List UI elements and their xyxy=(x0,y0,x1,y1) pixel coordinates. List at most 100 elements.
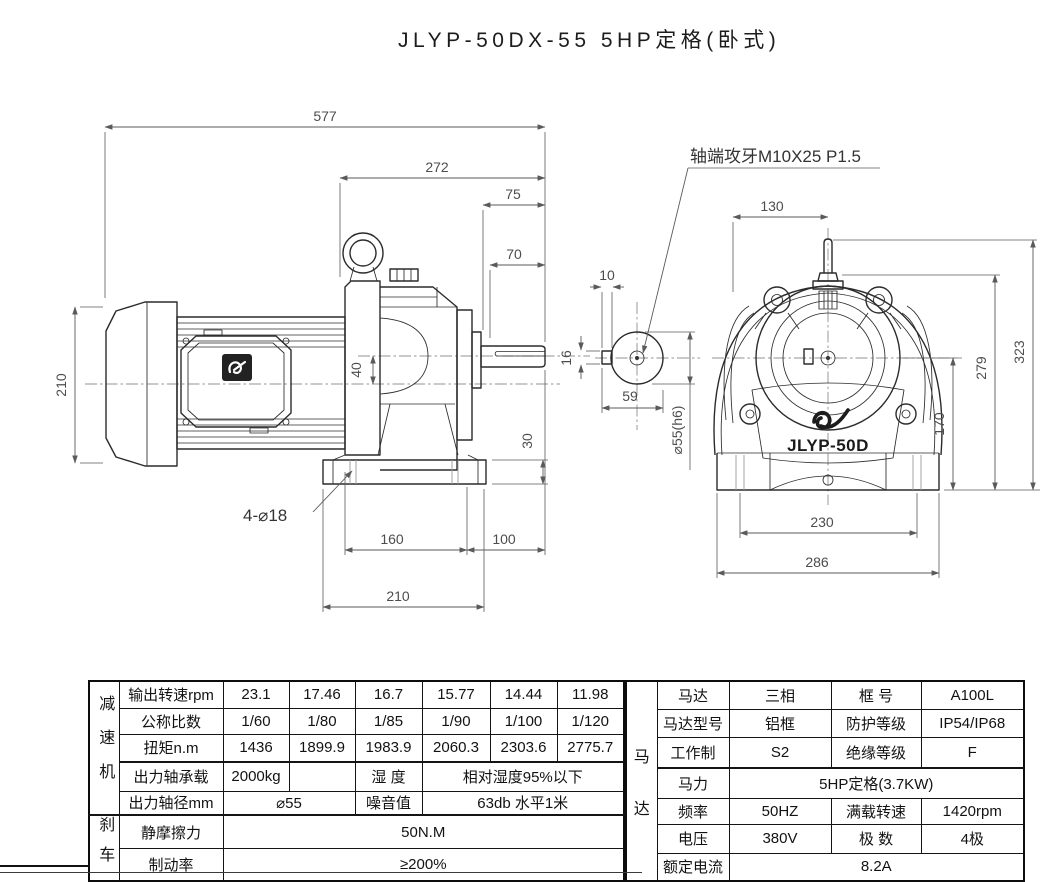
dim-170: 170 xyxy=(931,412,947,436)
dim-323: 323 xyxy=(1011,340,1027,364)
torque-value-1: 1436 xyxy=(222,733,290,763)
reducer-group-cell: 减速机 xyxy=(88,680,120,816)
dim-key-height: 16 xyxy=(558,350,574,366)
dim-70: 70 xyxy=(506,246,522,262)
motor-group-char-1: 马 xyxy=(633,749,650,766)
friction-row-label: 静摩擦力 xyxy=(118,814,224,850)
dim-286: 286 xyxy=(805,554,829,570)
rate-row-label: 制动率 xyxy=(118,848,224,882)
motor-row4-label: 马力 xyxy=(656,766,730,800)
dim-gear-section-length: 272 xyxy=(425,159,449,175)
reducer-group-label: 减速机 xyxy=(96,695,114,797)
side-view: 577 272 75 70 210 40 30 4-⌀18 160 xyxy=(53,108,590,612)
shaft-end-detail: 轴端攻牙M10X25 P1.5 10 16 59 ⌀55 xyxy=(558,147,880,470)
dim-100: 100 xyxy=(492,531,516,547)
motor-row2-label: 马达型号 xyxy=(656,709,730,739)
front-model-label: JLYP-50D xyxy=(787,436,869,455)
load-empty-cell xyxy=(288,761,356,792)
speed-value-1: 23.1 xyxy=(222,680,290,709)
dim-279: 279 xyxy=(973,356,989,380)
speed-value-3: 16.7 xyxy=(354,680,423,709)
dim-motor-height: 210 xyxy=(53,373,69,397)
torque-value-6: 2775.7 xyxy=(556,733,625,763)
shaft-dia-value: ⌀55 xyxy=(222,790,356,816)
dim-160: 160 xyxy=(380,531,404,547)
speed-value-6: 11.98 xyxy=(556,680,625,709)
ratio-value-2: 1/80 xyxy=(288,707,356,735)
dim-overall-length: 577 xyxy=(313,108,337,124)
noise-value: 63db 水平1米 xyxy=(421,790,625,816)
motor-row4-value: 5HP定格(3.7KW) xyxy=(728,766,1025,800)
torque-value-3: 1983.9 xyxy=(354,733,423,763)
ratio-value-1: 1/60 xyxy=(222,707,290,735)
shaft-row-label: 出力轴径mm xyxy=(118,790,224,816)
motor-group-char-2: 达 xyxy=(633,801,650,818)
front-view: JLYP-50D 130 170 279 323 xyxy=(712,198,1040,578)
motor-row5-value2: 1420rpm xyxy=(920,798,1025,825)
torque-value-4: 2060.3 xyxy=(421,733,491,763)
load-value: 2000kg xyxy=(222,761,290,792)
foot-holes-label: 4-⌀18 xyxy=(243,506,287,525)
motor-row1-label: 马达 xyxy=(656,680,730,711)
brand-logo-front xyxy=(812,408,850,430)
motor-table: 马 达 马达 三相 框 号 A100L 马达型号 铝框 防护等级 IP54/IP… xyxy=(625,680,1025,882)
motor-row1-value2: A100L xyxy=(920,680,1025,711)
dim-59: 59 xyxy=(622,388,638,404)
motor-row3-value: S2 xyxy=(728,737,832,769)
dim-base-length: 210 xyxy=(386,588,410,604)
motor-row7-value: 8.2A xyxy=(728,852,1025,882)
motor-row5-label2: 满载转速 xyxy=(830,798,922,825)
reducer-brake-table: 减速机 输出转速rpm 23.1 17.46 16.7 15.77 14.44 … xyxy=(88,680,625,882)
torque-value-5: 2303.6 xyxy=(489,733,558,763)
motor-row6-label: 电压 xyxy=(656,823,730,854)
motor-row6-value2: 4极 xyxy=(920,823,1025,854)
motor-row2-value: 铝框 xyxy=(728,709,832,739)
dim-foot-height: 30 xyxy=(519,433,535,449)
ratio-value-6: 1/120 xyxy=(556,707,625,735)
speed-row-label: 输出转速rpm xyxy=(118,680,224,709)
dim-75: 75 xyxy=(505,186,521,202)
humidity-value: 相对湿度95%以下 xyxy=(421,761,625,792)
speed-value-4: 15.77 xyxy=(421,680,491,709)
motor-row3-label2: 绝缘等级 xyxy=(830,737,922,769)
ratio-value-4: 1/90 xyxy=(421,707,491,735)
dim-130: 130 xyxy=(760,198,784,214)
humidity-label: 湿 度 xyxy=(354,761,423,792)
brake-group-label: 刹车 xyxy=(96,816,114,876)
rate-value: ≥200% xyxy=(222,848,625,882)
ratio-value-5: 1/100 xyxy=(489,707,558,735)
brake-group-cell: 刹车 xyxy=(88,814,120,882)
motor-row7-label: 额定电流 xyxy=(656,852,730,882)
dim-key-width: 10 xyxy=(599,267,615,283)
shaft-end-note: 轴端攻牙M10X25 P1.5 xyxy=(690,147,861,166)
torque-value-2: 1899.9 xyxy=(288,733,356,763)
motor-group-cell: 马 达 xyxy=(625,680,658,882)
motor-row3-label: 工作制 xyxy=(656,737,730,769)
motor-row6-value: 380V xyxy=(728,823,832,854)
sheet-border-line xyxy=(0,872,642,873)
ratio-value-3: 1/85 xyxy=(354,707,423,735)
sheet-border-segment xyxy=(0,865,90,867)
motor-row3-value2: F xyxy=(920,737,1025,769)
speed-value-5: 14.44 xyxy=(489,680,558,709)
dim-shaft-diameter: ⌀55(h6) xyxy=(669,406,685,455)
noise-label: 噪音值 xyxy=(354,790,423,816)
dim-230: 230 xyxy=(810,514,834,530)
friction-value: 50N.M xyxy=(222,814,625,850)
speed-value-2: 17.46 xyxy=(288,680,356,709)
motor-row5-value: 50HZ xyxy=(728,798,832,825)
motor-row6-label2: 极 数 xyxy=(830,823,922,854)
load-row-label: 出力轴承载 xyxy=(118,761,224,792)
motor-row2-value2: IP54/IP68 xyxy=(920,709,1025,739)
dim-shaft-offset: 40 xyxy=(348,362,364,378)
motor-row1-value: 三相 xyxy=(728,680,832,711)
motor-row5-label: 频率 xyxy=(656,798,730,825)
ratio-row-label: 公称比数 xyxy=(118,707,224,735)
torque-row-label: 扭矩n.m xyxy=(118,733,224,763)
spec-tables: 减速机 输出转速rpm 23.1 17.46 16.7 15.77 14.44 … xyxy=(88,680,1025,882)
drawing-title: JLYP-50DX-55 5HP定格(卧式) xyxy=(398,29,781,52)
brand-logo-nameplate xyxy=(222,354,252,381)
motor-row2-label2: 防护等级 xyxy=(830,709,922,739)
engineering-drawing: 577 272 75 70 210 40 30 4-⌀18 160 xyxy=(53,108,1040,612)
